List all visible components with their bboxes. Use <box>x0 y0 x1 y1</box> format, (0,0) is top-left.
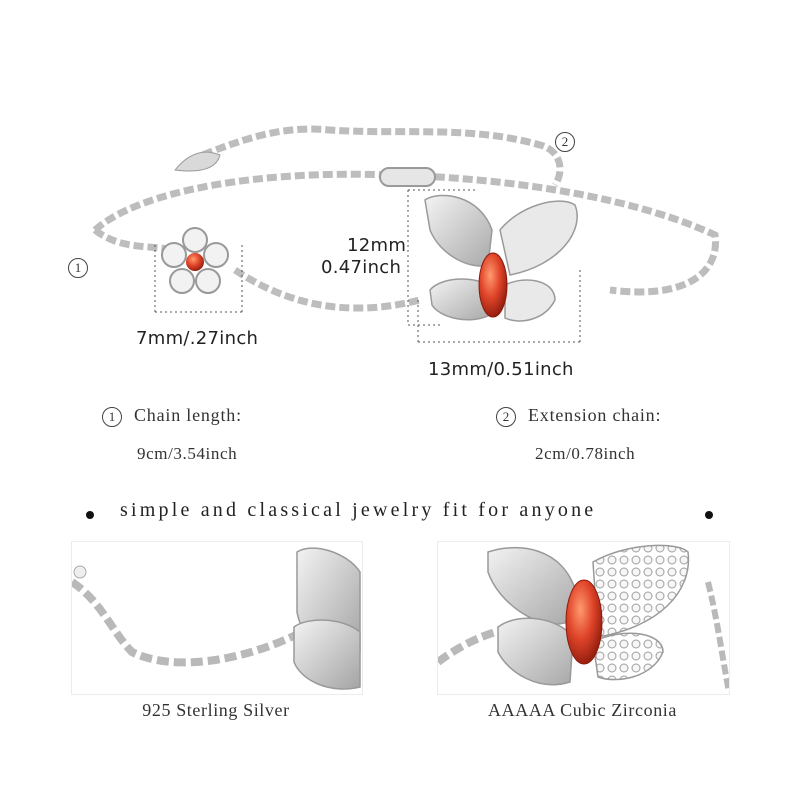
height-mm-label: 12mm <box>347 235 407 256</box>
callout-two: 2 <box>555 132 575 152</box>
caption-sterling-silver: 925 Sterling Silver <box>142 700 290 720</box>
silver-closeup-photo <box>72 547 361 690</box>
lobster-clasp <box>379 167 436 187</box>
height-inch-label: 0.47inch <box>321 257 402 278</box>
butterfly-width-label: 13mm/0.51inch <box>428 359 574 380</box>
detail-image-zirconia <box>437 541 730 695</box>
chain-length-spec: 1 Chain length: <box>102 405 242 427</box>
extension-chain-value: 2cm/0.78inch <box>535 444 636 463</box>
caption-cubic-zirconia: AAAAA Cubic Zirconia <box>488 700 677 720</box>
chain-length-label: Chain length: <box>134 405 242 425</box>
chain-upper <box>92 170 720 296</box>
zirconia-closeup-photo <box>438 544 729 693</box>
chain-left <box>92 227 176 254</box>
chain-length-value: 9cm/3.54inch <box>137 444 238 463</box>
chain-callout-icon: 1 <box>102 407 122 427</box>
extension-chain <box>188 125 564 187</box>
chain-lower <box>233 267 421 312</box>
extension-callout-icon: 2 <box>496 407 516 427</box>
butterfly-charm <box>424 194 578 322</box>
bracelet-product-image <box>92 125 720 345</box>
bullet-dot-left <box>86 511 94 519</box>
extension-chain-label: Extension chain: <box>528 405 662 425</box>
extension-chain-spec: 2 Extension chain: <box>496 405 661 427</box>
chain-tag <box>174 151 221 172</box>
bullet-dot-right <box>705 511 713 519</box>
callout-one: 1 <box>68 258 88 278</box>
dimension-lines <box>154 189 581 345</box>
flower-charm <box>161 227 229 294</box>
detail-image-silver <box>71 541 363 695</box>
flower-size-label: 7mm/.27inch <box>136 328 259 349</box>
tagline: simple and classical jewelry fit for any… <box>120 499 597 521</box>
